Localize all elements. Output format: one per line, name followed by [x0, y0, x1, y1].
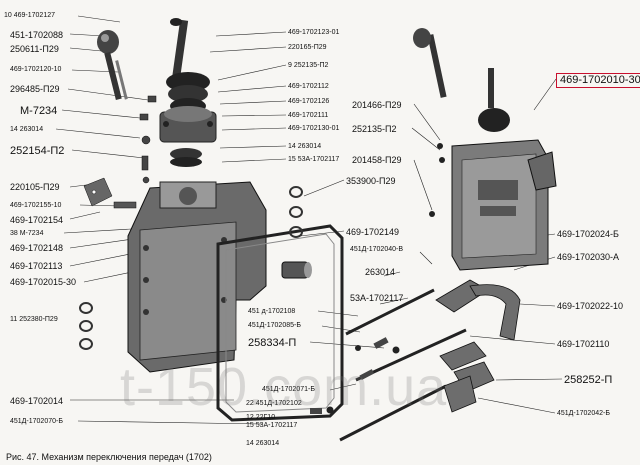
part-label: 469-1702130-01: [288, 125, 340, 132]
part-label: 263014: [365, 267, 396, 277]
part-label: 22 451Д-1702102: [246, 400, 302, 407]
right-assembly: [413, 28, 557, 271]
left-shift-lever: [97, 30, 128, 101]
part-label: 220105-П29: [10, 182, 60, 192]
watermark: t-150.com.ua: [120, 357, 448, 417]
part-label: 451 д-1702108: [248, 308, 296, 315]
shift-rods: [339, 288, 467, 442]
main-housing: [127, 181, 267, 373]
part-label: 38 М-7234: [10, 230, 44, 237]
small-hardware-left: [83, 95, 157, 209]
part-label: 14 263014: [246, 440, 280, 447]
part-label: 469-1702120-10: [10, 66, 62, 73]
part-label: 469-1702112: [288, 83, 329, 90]
part-label: 250611-П29: [10, 44, 59, 54]
part-label: 469-1702110: [557, 339, 610, 349]
part-label: 469-1702014: [10, 396, 64, 406]
part-label: 469-1702024-Б: [557, 229, 619, 239]
part-label: 469-1702030-А: [557, 252, 620, 262]
part-label: 252154-П2: [10, 145, 65, 157]
part-label: 10 469-1702127: [4, 12, 55, 19]
part-label: 469-1702155-10: [10, 202, 62, 209]
part-label: 296485-П29: [10, 84, 60, 94]
shift-forks: [435, 279, 521, 413]
part-label: 451-1702088: [10, 30, 64, 40]
part-label: 201466-П29: [352, 100, 402, 110]
part-label: 252135-П2: [352, 124, 397, 134]
rings-column: [79, 186, 303, 350]
part-label: 451Д-1702070-Б: [10, 418, 63, 425]
part-label: 14 263014: [10, 126, 44, 133]
center-lever-boot: [159, 18, 217, 167]
part-label: 451Д-1702042-Б: [557, 410, 610, 417]
highlight-label: 469-1702010-30: [556, 73, 640, 88]
part-label: 469-1702022-10: [557, 301, 624, 311]
part-label: 15 53А-1702117: [288, 156, 340, 163]
part-label: 201458-П29: [352, 155, 402, 165]
part-label: 451Д-1702040-В: [350, 246, 404, 253]
part-label: 14 263014: [288, 143, 322, 150]
part-label: 469-1702154: [10, 215, 64, 225]
part-label: 469-1702148: [10, 243, 64, 253]
part-label: М-7234: [20, 105, 58, 117]
part-label: 469-1702111: [288, 112, 329, 119]
part-label: 451Д-1702071-Б: [262, 386, 315, 393]
part-label: 258252-П: [564, 374, 613, 386]
part-label: 353900-П29: [346, 176, 396, 186]
part-label: 9 252135-П2: [288, 62, 329, 69]
part-label: 258334-П: [248, 337, 297, 349]
part-label: 12 22Г10: [246, 414, 276, 421]
part-label: 469-1702126: [288, 98, 330, 105]
part-label: 11 252380-П29: [10, 316, 58, 323]
part-label: 451Д-1702085-Б: [248, 322, 301, 329]
part-label: 469-1702113: [10, 261, 63, 271]
part-label: 469-1702149: [346, 227, 400, 237]
part-label: 53А-1702117: [350, 293, 404, 303]
part-label: 469-1702015-30: [10, 277, 77, 287]
gasket: [216, 224, 344, 422]
plug: [281, 261, 312, 279]
springs-balls: [310, 337, 400, 414]
part-label: 469-1702123-01: [288, 29, 340, 36]
figure-caption: Рис. 47. Механизм переключения передач (…: [6, 452, 212, 462]
part-label: 15 53А-1702117: [246, 422, 298, 429]
part-label: 220165-П29: [288, 44, 327, 51]
